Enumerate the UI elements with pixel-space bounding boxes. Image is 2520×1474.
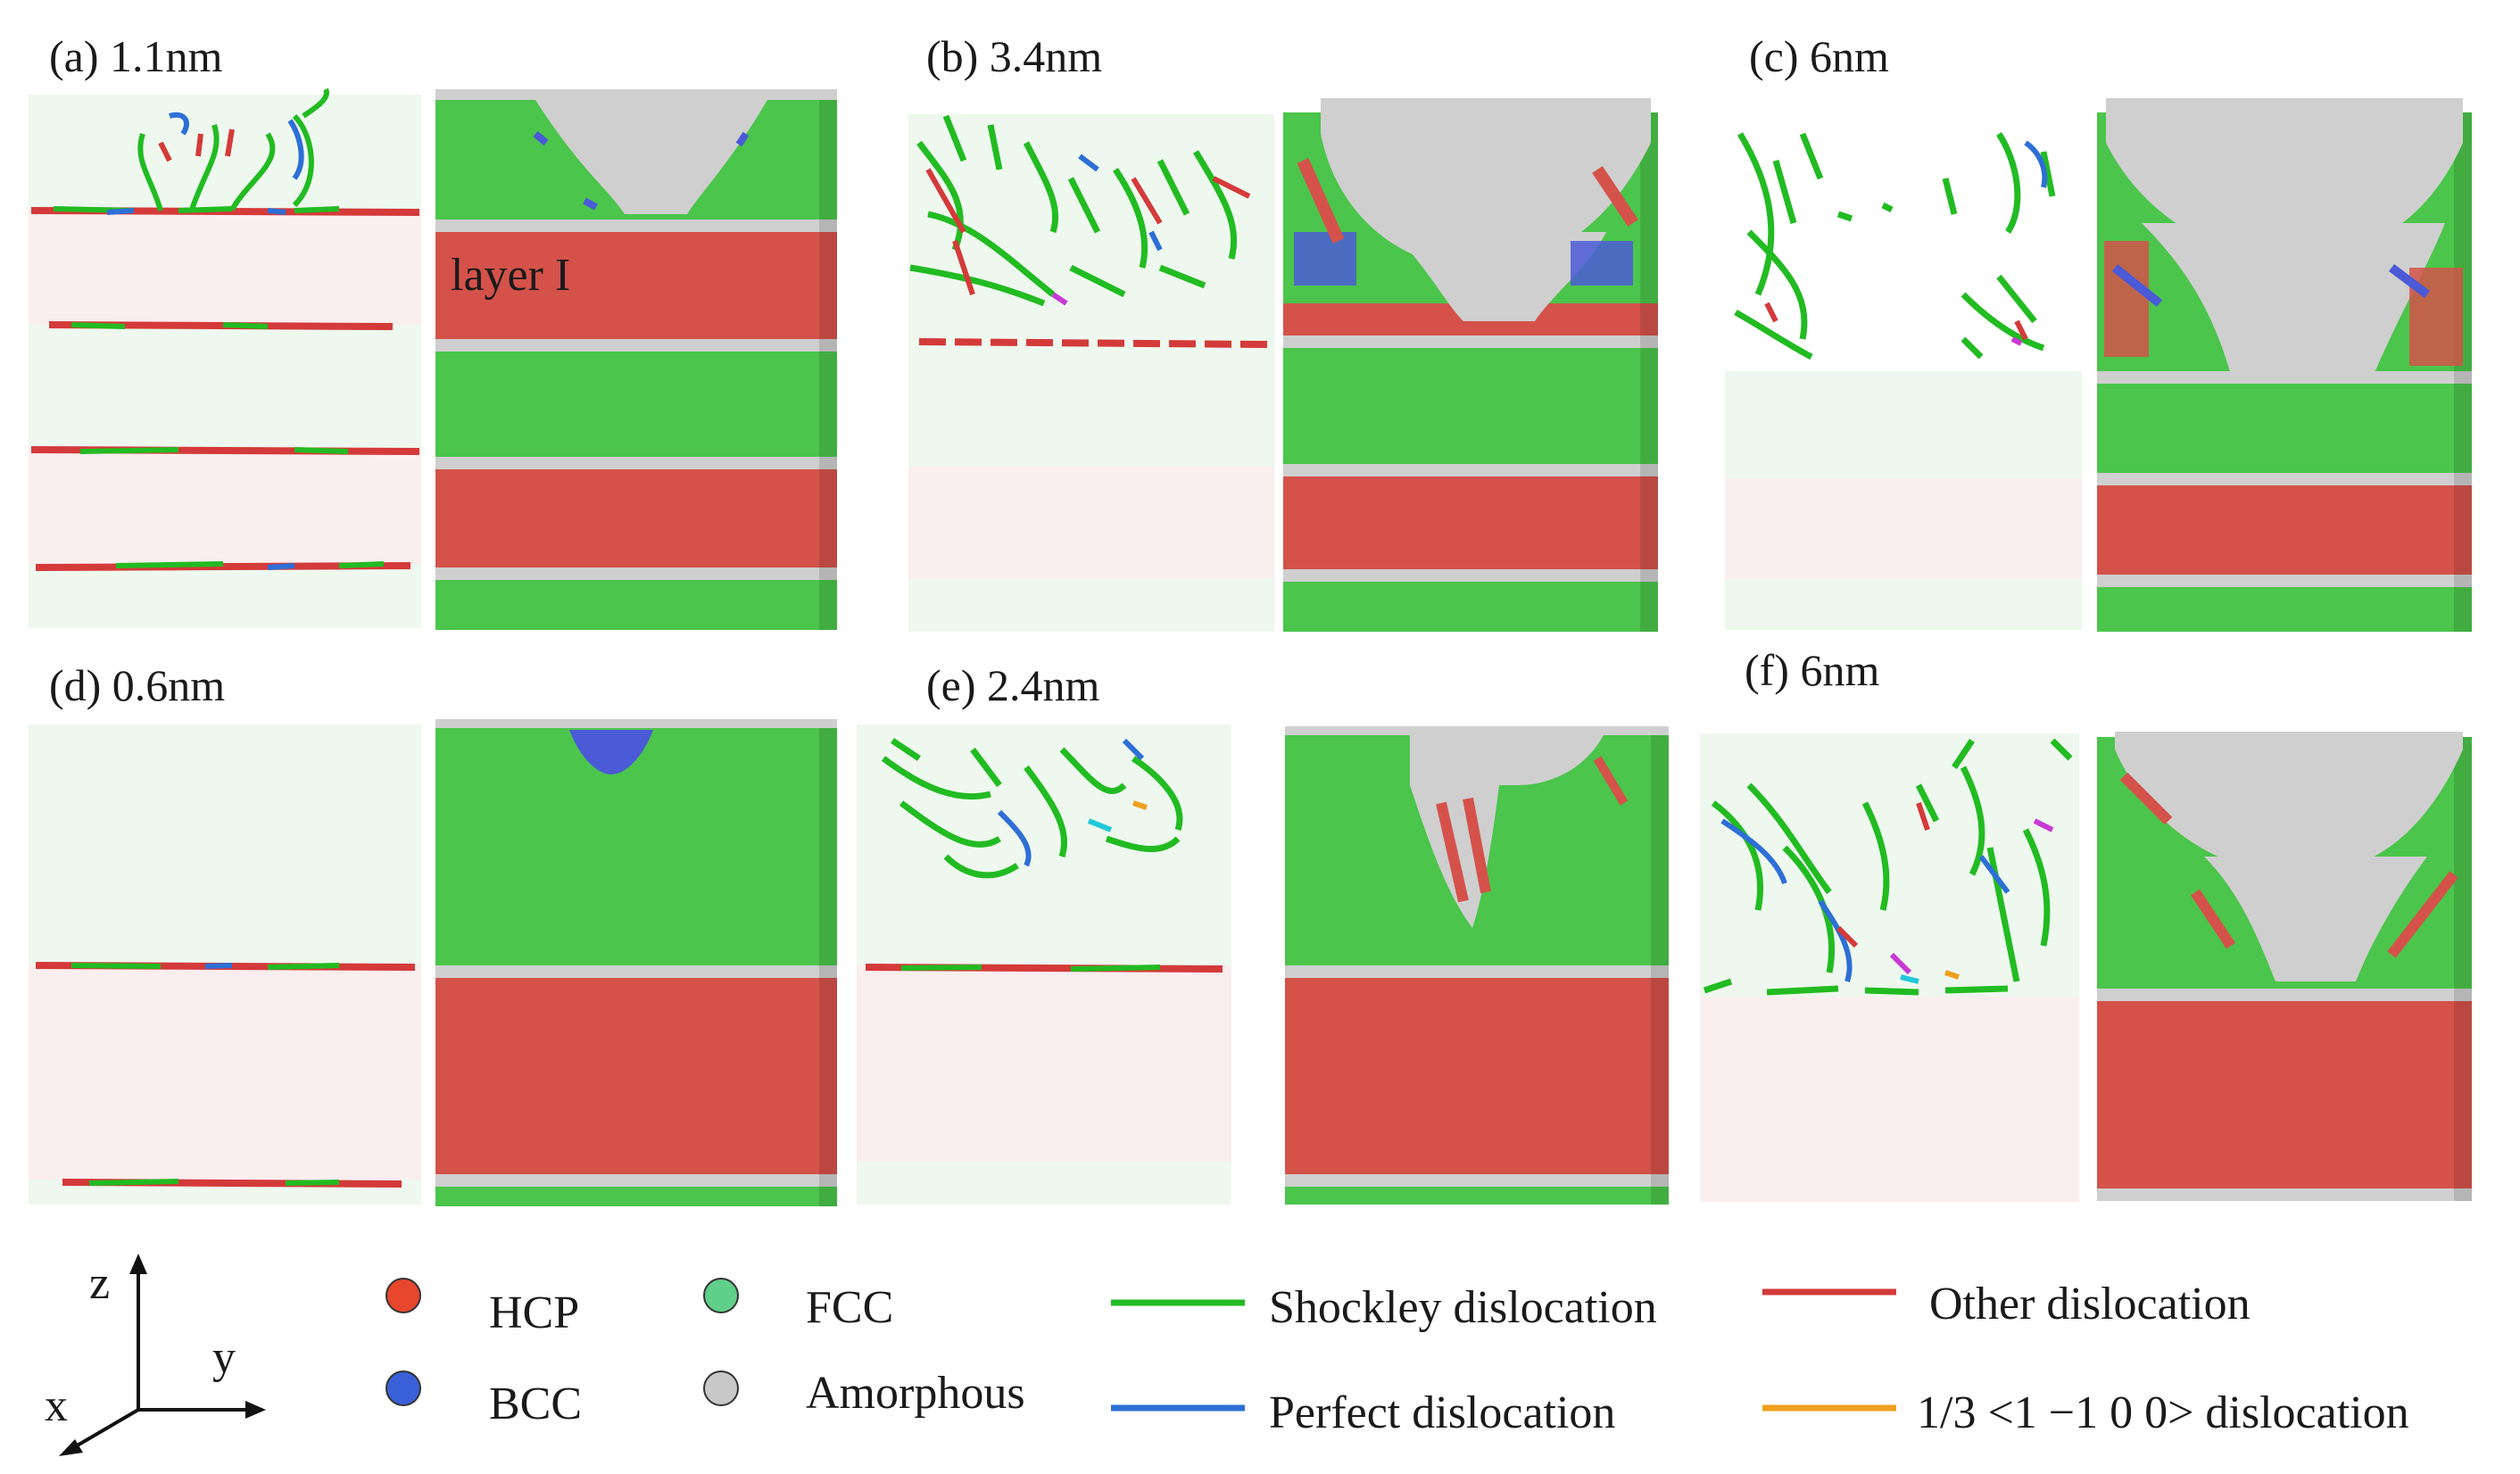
legend-hcp-label: HCP — [489, 1288, 579, 1338]
panel-b-atomistic-view — [1283, 98, 1658, 632]
panel-f — [1700, 732, 2472, 1202]
legend-bcc-label: BCC — [489, 1379, 582, 1429]
panel-e — [857, 725, 1669, 1205]
panel-label-e: (e) 2.4nm — [926, 660, 1099, 710]
panel-label-d: (d) 0.6nm — [49, 660, 225, 710]
legend-fcc-label: FCC — [806, 1282, 893, 1333]
panel-label-f: (f) 6nm — [1745, 645, 1879, 695]
legend-hcp-marker — [385, 1278, 421, 1313]
coordinate-axes: z y x — [45, 1254, 266, 1456]
panel-f-dislocation-view — [1700, 733, 2079, 1202]
axis-label-y: y — [212, 1332, 236, 1383]
axis-label-z: z — [89, 1258, 110, 1309]
panel-d — [29, 719, 837, 1206]
axis-label-x: x — [45, 1380, 68, 1431]
legend-amorphous-marker — [703, 1370, 739, 1406]
panel-d-atomistic-view — [435, 719, 837, 1206]
layer-i-label: layer I — [451, 250, 570, 301]
legend-shockley-label: Shockley dislocation — [1269, 1282, 1657, 1333]
legend-special-label: 1/3 <1 −1 0 0> dislocation — [1917, 1387, 2409, 1438]
panel-e-dislocation-view — [857, 725, 1231, 1205]
panel-label-b: (b) 3.4nm — [926, 31, 1102, 81]
panel-c-atomistic-view — [2097, 98, 2472, 632]
panel-b — [908, 98, 1658, 632]
legend-other-label: Other dislocation — [1929, 1279, 2251, 1329]
panel-f-atomistic-view — [2097, 732, 2472, 1201]
panel-label-a: (a) 1.1nm — [49, 31, 222, 81]
panel-c-dislocation-view — [1725, 112, 2082, 630]
legend-fcc-marker — [703, 1278, 739, 1313]
panel-a-dislocation-view — [29, 87, 421, 628]
legend-bcc-marker — [385, 1370, 421, 1406]
panel-a: layer I — [29, 87, 837, 630]
panel-b-dislocation-view — [908, 114, 1274, 632]
panel-d-dislocation-view — [29, 725, 421, 1205]
panel-c — [1725, 98, 2472, 632]
legend: HCP BCC FCC Amorphous Shockley dislocati… — [385, 1278, 2409, 1438]
panel-a-atomistic-view: layer I — [435, 89, 837, 630]
panel-label-c: (c) 6nm — [1749, 31, 1889, 81]
panel-e-atomistic-view — [1285, 726, 1669, 1205]
legend-amorphous-label: Amorphous — [806, 1368, 1025, 1419]
legend-perfect-label: Perfect dislocation — [1269, 1387, 1615, 1438]
